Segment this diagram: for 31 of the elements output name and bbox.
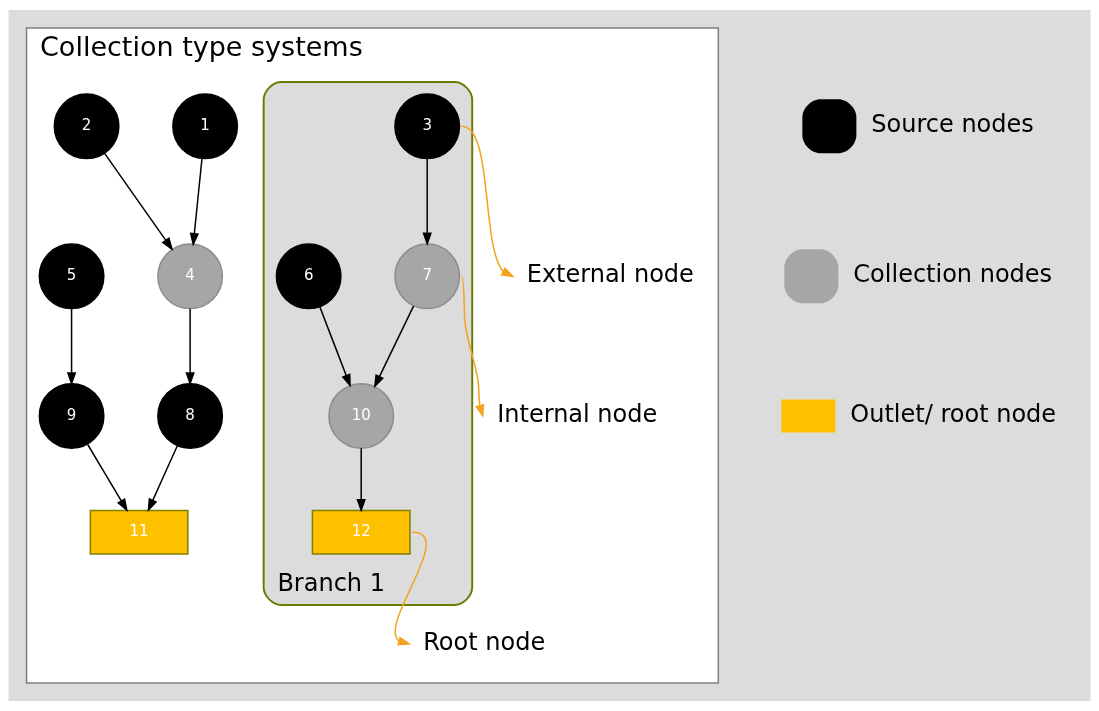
arrow (147, 445, 178, 513)
arrow (66, 308, 77, 386)
arrow (373, 305, 415, 389)
node-circle: 3 (394, 93, 461, 160)
node-circle: 4 (157, 243, 224, 310)
arrow (185, 308, 195, 386)
legend-label: Outlet/ root node (850, 399, 1057, 428)
arrow (422, 158, 432, 246)
legend-label: Source nodes (871, 109, 1034, 138)
node-circle: 7 (394, 243, 461, 310)
node-circle: 6 (275, 243, 342, 310)
arrow (86, 443, 128, 512)
node-box: 12 (311, 509, 411, 555)
legend-label: Collection nodes (853, 260, 1053, 289)
arrow (460, 125, 515, 278)
node-circle: 8 (157, 382, 224, 449)
node-box: 11 (89, 509, 189, 555)
node-circle: 9 (38, 382, 105, 449)
node-text: External node (526, 260, 694, 289)
node-circle: 5 (38, 243, 105, 310)
arrow (356, 447, 366, 513)
node-circle: 10 (328, 382, 395, 449)
node-text: Root node (423, 627, 546, 656)
node-text: Internal node (497, 399, 658, 428)
arrow (189, 158, 203, 247)
arrow (319, 306, 351, 388)
node-circle: 2 (53, 93, 120, 160)
arrow (460, 275, 485, 419)
arrow (103, 152, 174, 251)
node-circle: 1 (172, 93, 239, 160)
arrow (394, 531, 427, 646)
